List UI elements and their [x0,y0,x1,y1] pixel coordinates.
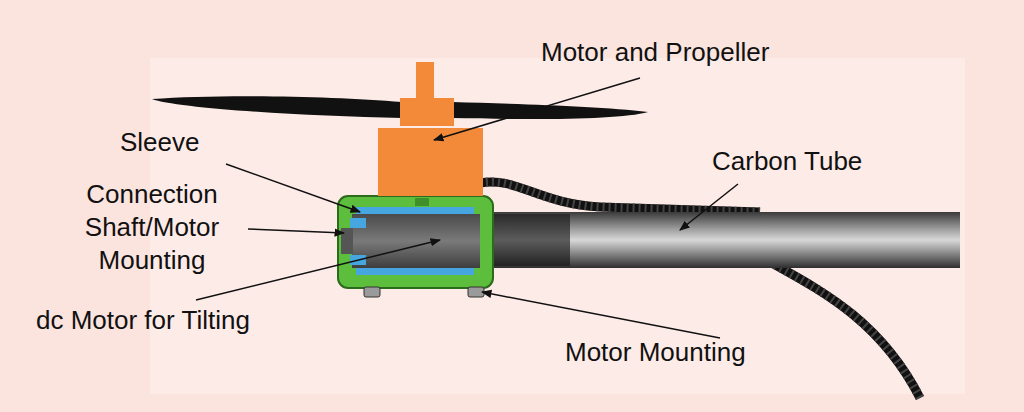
prop-motor [378,128,483,196]
bolt [364,287,380,297]
part-label: dc Motor for Tilting [36,304,376,337]
inner-panel [150,58,965,394]
cable-wrap [480,182,760,212]
leader-line [680,184,738,230]
label-holder: Carbon Tube [712,145,942,178]
label-holder: Motor and Propeller [541,36,861,69]
part-label: Connection Shaft/Motor Mounting [57,178,247,277]
bolt [468,287,484,297]
mount-slot [415,198,429,206]
leader-line [482,292,720,338]
cable [770,262,920,398]
leader-line [226,164,360,212]
tilt-motor [352,214,480,268]
label-holder: Connection Shaft/Motor Mounting [57,178,247,277]
part-label: Sleeve [120,126,240,159]
motor-mounting [338,196,493,288]
prop-hub [400,98,454,126]
part-label: Motor and Propeller [541,36,861,69]
part-label: Motor Mounting [565,336,855,369]
leader-line [196,240,440,300]
cable [480,182,760,212]
label-holder: Sleeve [120,126,240,159]
propeller-blade [152,96,402,118]
label-holder: Motor Mounting [565,336,855,369]
part-label: Carbon Tube [712,145,942,178]
label-holder: dc Motor for Tilting [36,304,376,337]
prop-shaft [416,62,434,102]
leader-line [248,229,344,233]
sleeve [350,218,366,228]
leader-line [434,78,640,140]
connection-shaft [341,228,353,254]
carbon-tube [480,212,960,268]
cable-wrap [770,262,920,398]
